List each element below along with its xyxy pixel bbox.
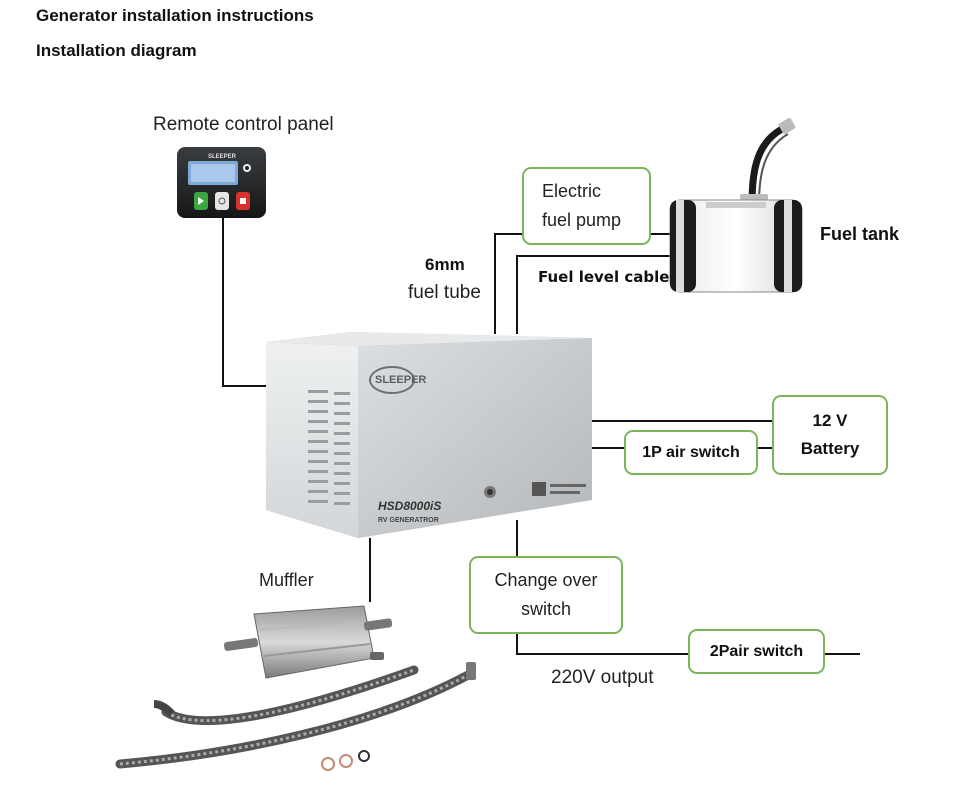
connector-line (222, 385, 268, 387)
page-title: Generator installation instructions (36, 6, 314, 25)
remote-panel-label: Remote control panel (153, 114, 334, 135)
connector-line (369, 538, 371, 602)
fuel-level-cable-label: Fuel level cable (538, 268, 670, 286)
air-switch-label: 1P air switch (642, 443, 740, 461)
fuel-pump-line2: fuel pump (542, 210, 622, 230)
connector-line (516, 632, 518, 654)
generator-brand-text: SLEEPER (375, 374, 426, 386)
fuel-tube-label: fuel tube (408, 282, 481, 303)
fuel-tank-label: Fuel tank (820, 224, 900, 244)
muffler-label: Muffler (259, 570, 314, 590)
connector-line (222, 216, 224, 387)
pair-switch-label: 2Pair switch (709, 642, 804, 660)
muffler-image (223, 605, 393, 679)
connector-line (756, 447, 774, 449)
connector-line (516, 255, 518, 334)
changeover-line2: switch (520, 599, 571, 619)
battery-label: Battery (800, 439, 860, 458)
connector-line (824, 653, 860, 655)
changeover-switch-box: Change over switch (469, 556, 623, 634)
panel-brand-text: SLEEPER (208, 154, 237, 160)
connector-line (649, 233, 671, 235)
fuel-tube-size-label: 6mm (425, 255, 465, 274)
changeover-line1: Change over (494, 570, 598, 590)
generator-image: SLEEPER HSD8000iS RV GENERATROR (266, 332, 592, 538)
generator-model-text: HSD8000iS (378, 499, 441, 513)
fuel-tank-image (669, 118, 803, 293)
exhaust-hose-image (115, 662, 476, 771)
connector-line (516, 520, 518, 558)
generator-model-sub-text: RV GENERATROR (378, 517, 439, 524)
battery-voltage: 12 V (812, 411, 848, 430)
remote-panel-image: SLEEPER (177, 147, 266, 218)
connector-line (588, 447, 626, 449)
connector-line (494, 233, 524, 235)
connector-line (516, 653, 688, 655)
output-label: 220V output (551, 667, 654, 688)
air-switch-box: 1P air switch (624, 430, 758, 475)
battery-box: 12 V Battery (772, 395, 888, 475)
connector-line (516, 255, 671, 257)
connector-line (494, 233, 496, 334)
fuel-pump-line1: Electric (542, 181, 602, 201)
page-subtitle: Installation diagram (36, 41, 197, 60)
connector-line (588, 420, 774, 422)
pair-switch-box: 2Pair switch (688, 629, 825, 674)
fuel-pump-box: Electric fuel pump (522, 167, 651, 245)
